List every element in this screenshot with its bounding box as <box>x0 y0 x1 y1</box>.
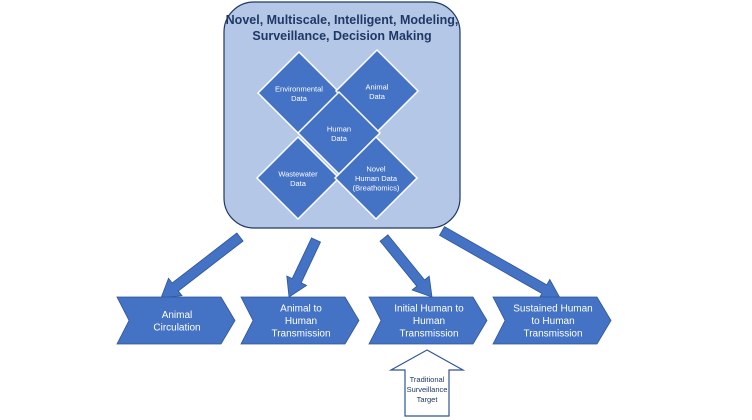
diamond-human-data-label-1: Human <box>327 124 351 133</box>
diamond-wastewater-data-label-2: Data <box>290 179 307 188</box>
chevron-animal-to-human-transmission-label-3: Transmission <box>271 329 330 340</box>
container-title-line-1: Novel, Multiscale, Intelligent, Modeling… <box>226 13 459 27</box>
diamond-environmental-data-label-2: Data <box>291 94 308 103</box>
diamond-wastewater-data-label-1: Wastewater <box>278 169 318 178</box>
chevron-sustained-human-to-human-transmission-label-1: Sustained Human <box>513 304 593 315</box>
diamond-animal-data-label-2: Data <box>369 92 386 101</box>
chevron-animal-circulation-shape <box>116 296 236 345</box>
chevron-animal-circulation-label-1: Animal <box>162 310 193 321</box>
diamond-environmental-data-label-1: Environmental <box>275 84 323 93</box>
arrow-to-animal-to-human <box>286 237 322 298</box>
diamond-wastewater-data-shape <box>255 135 341 221</box>
chevron-sustained-human-to-human-transmission-label-2: to Human <box>531 316 574 327</box>
surveillance-target-arrow-shape <box>388 349 466 417</box>
chevron-initial-human-to-human-transmission-label-2: Human <box>413 316 445 327</box>
diamond-novel-human-data-shape <box>333 135 419 221</box>
container-title-line-2: Surveillance, Decision Making <box>252 29 431 43</box>
chevron-sustained-human-to-human-transmission-label-3: Transmission <box>523 329 582 340</box>
chevron-animal-to-human-transmission-label-1: Animal to <box>280 304 322 315</box>
diamond-novel-human-data-label-2: Human Data <box>355 174 398 183</box>
data-sources: EnvironmentalDataAnimalDataHumanDataWast… <box>255 48 420 221</box>
diamond-human-data-label-2: Data <box>331 134 348 143</box>
arrow-to-animal-circulation <box>160 232 244 299</box>
flow-arrows <box>160 226 561 300</box>
chevron-initial-human-to-human-transmission-shape <box>368 296 488 345</box>
arrow-to-initial-human <box>379 234 433 298</box>
chevron-initial-human-to-human-transmission-label-1: Initial Human to <box>394 304 464 315</box>
arrow-to-sustained-human <box>438 226 561 300</box>
surveillance-target-arrow: Traditional Surveillance Target <box>388 349 466 417</box>
diamond-animal-data-label-1: Animal <box>366 82 389 91</box>
chevron-animal-to-human-transmission-label-2: Human <box>285 316 317 327</box>
chevron-animal-circulation-label-2: Circulation <box>153 322 200 333</box>
surveillance-target-line-3: Target <box>417 395 439 404</box>
chevron-animal-to-human-transmission-shape <box>240 296 360 345</box>
diamond-novel-human-data-label-1: Novel <box>366 165 386 174</box>
chevron-initial-human-to-human-transmission-label-3: Transmission <box>399 329 458 340</box>
surveillance-target-line-2: Surveillance <box>407 385 448 394</box>
diamond-novel-human-data-label-3: (Breathomics) <box>353 184 400 193</box>
chevron-sustained-human-to-human-transmission-shape <box>492 296 612 345</box>
surveillance-target-line-1: Traditional <box>410 375 445 384</box>
